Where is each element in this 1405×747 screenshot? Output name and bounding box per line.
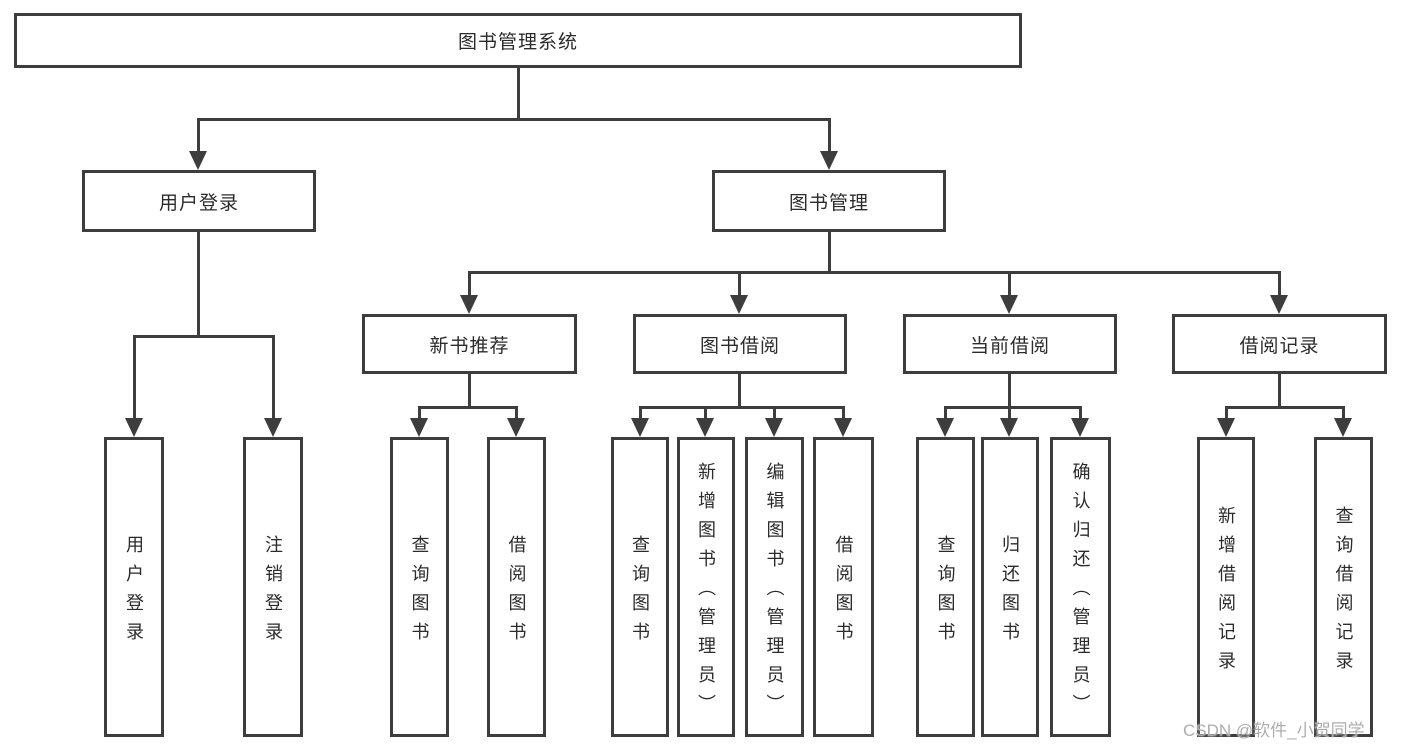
connector-leaf-borrow1-drop xyxy=(515,406,518,420)
arrowhead-leaf-add-book xyxy=(696,418,714,437)
node-book-management: 图书管理 xyxy=(712,170,946,232)
arrowhead-leaf-borrow2 xyxy=(834,418,852,437)
arrowhead-leaf-edit-book xyxy=(765,418,783,437)
connector-root-stem xyxy=(517,68,520,121)
leaf-return-book-label: 归还图书 xyxy=(1000,534,1020,651)
arrowhead-user-login xyxy=(189,151,207,170)
connector-borrow-record-stem xyxy=(1278,374,1281,409)
leaf-query-book-current-label: 查询图书 xyxy=(935,534,956,651)
arrowhead-leaf-query-record xyxy=(1334,418,1352,437)
arrowhead-borrow-record xyxy=(1270,295,1288,314)
leaf-confirm-return-admin-label: 确认归还（管理员） xyxy=(1070,462,1091,723)
node-user-login-label: 用户登录 xyxy=(158,192,239,214)
connector-book-mgmt-bus xyxy=(468,271,1281,274)
connector-leaf-confirm-return-drop xyxy=(1079,406,1082,420)
leaf-add-book-admin: 新增图书（管理员） xyxy=(677,437,735,737)
arrowhead-leaf-query2 xyxy=(631,418,649,437)
connector-new-book-bus xyxy=(418,406,518,409)
connector-current-borrow-stem xyxy=(1008,374,1011,409)
connector-current-borrow-drop xyxy=(1008,271,1011,298)
connector-new-book-drop xyxy=(468,271,471,298)
leaf-edit-book-admin: 编辑图书（管理员） xyxy=(745,437,804,737)
connector-leaf-edit-book-drop xyxy=(773,406,776,420)
leaf-add-borrow-record: 新增借阅记录 xyxy=(1197,437,1255,737)
leaf-query-book-current: 查询图书 xyxy=(916,437,975,737)
connector-leaf-query-record-drop xyxy=(1342,406,1345,420)
arrowhead-leaf-query3 xyxy=(936,418,954,437)
node-current-borrowing-label: 当前借阅 xyxy=(969,335,1050,357)
leaf-borrow-book-newbook-label: 借阅图书 xyxy=(506,534,527,651)
leaf-user-login-label: 用户登录 xyxy=(124,534,144,651)
leaf-query-book-newbook-label: 查询图书 xyxy=(409,534,430,651)
connector-book-borrow-bus xyxy=(639,406,845,409)
node-current-borrowing: 当前借阅 xyxy=(903,314,1117,374)
arrowhead-leaf-logout xyxy=(264,418,282,437)
connector-leaf-borrow2-drop xyxy=(842,406,845,420)
leaf-query-book-borrowing-label: 查询图书 xyxy=(630,534,650,651)
leaf-add-book-admin-label: 新增图书（管理员） xyxy=(696,462,716,723)
arrowhead-leaf-return xyxy=(1000,418,1018,437)
leaf-query-borrow-record-label: 查询借阅记录 xyxy=(1333,505,1354,680)
leaf-query-borrow-record: 查询借阅记录 xyxy=(1314,437,1373,737)
connector-borrow-record-bus xyxy=(1225,406,1345,409)
node-root-library-system: 图书管理系统 xyxy=(14,13,1022,68)
leaf-user-login: 用户登录 xyxy=(104,437,164,737)
leaf-borrow-book-newbook: 借阅图书 xyxy=(487,437,546,737)
node-user-login: 用户登录 xyxy=(82,170,316,232)
leaf-logout-label: 注销登录 xyxy=(263,534,283,651)
connector-book-borrow-stem xyxy=(738,374,741,409)
leaf-confirm-return-admin: 确认归还（管理员） xyxy=(1050,437,1111,737)
leaf-borrow-book-borrowing-label: 借阅图书 xyxy=(833,534,854,651)
leaf-edit-book-admin-label: 编辑图书（管理员） xyxy=(764,462,785,723)
node-book-borrowing: 图书借阅 xyxy=(633,314,847,374)
leaf-borrow-book-borrowing: 借阅图书 xyxy=(813,437,874,737)
connector-borrow-record-drop xyxy=(1278,271,1281,298)
arrowhead-leaf-confirm-return xyxy=(1071,418,1089,437)
connector-book-mgmt-drop xyxy=(828,118,831,154)
leaf-query-book-borrowing: 查询图书 xyxy=(611,437,669,737)
connector-leaf-query1-drop xyxy=(418,406,421,420)
leaf-query-book-newbook: 查询图书 xyxy=(390,437,449,737)
connector-user-login-drop xyxy=(197,118,200,154)
connector-leaf-return-drop xyxy=(1008,406,1011,420)
node-borrow-records: 借阅记录 xyxy=(1172,314,1387,374)
leaf-add-borrow-record-label: 新增借阅记录 xyxy=(1216,505,1236,680)
connector-user-login-bus xyxy=(133,335,275,338)
arrowhead-new-book xyxy=(460,295,478,314)
connector-root-bus xyxy=(197,118,831,121)
arrowhead-book-mgmt xyxy=(820,151,838,170)
leaf-return-book: 归还图书 xyxy=(981,437,1039,737)
connector-leaf-add-book-drop xyxy=(704,406,707,420)
node-root-label: 图书管理系统 xyxy=(457,32,578,53)
connector-user-login-stem xyxy=(197,232,200,338)
connector-book-borrow-drop xyxy=(738,271,741,298)
connector-current-borrow-bus xyxy=(944,406,1082,409)
node-book-borrowing-label: 图书借阅 xyxy=(699,335,780,357)
connector-book-mgmt-stem xyxy=(828,232,831,274)
connector-new-book-stem xyxy=(468,374,471,409)
connector-leaf-login-drop xyxy=(133,335,136,420)
node-borrow-records-label: 借阅记录 xyxy=(1239,335,1320,357)
arrowhead-leaf-query1 xyxy=(410,418,428,437)
csdn-watermark: CSDN @软件_小贺同学 xyxy=(1183,721,1365,740)
node-new-book-recommend-label: 新书推荐 xyxy=(429,335,510,357)
connector-leaf-logout-drop xyxy=(272,335,275,420)
arrowhead-leaf-borrow1 xyxy=(507,418,525,437)
arrowhead-book-borrow xyxy=(730,295,748,314)
arrowhead-leaf-add-record xyxy=(1217,418,1235,437)
leaf-logout: 注销登录 xyxy=(243,437,303,737)
node-new-book-recommend: 新书推荐 xyxy=(362,314,577,374)
arrowhead-current-borrow xyxy=(1000,295,1018,314)
connector-leaf-query3-drop xyxy=(944,406,947,420)
node-book-management-label: 图书管理 xyxy=(788,192,869,214)
connector-leaf-add-record-drop xyxy=(1225,406,1228,420)
arrowhead-leaf-login xyxy=(125,418,143,437)
connector-leaf-query2-drop xyxy=(639,406,642,420)
